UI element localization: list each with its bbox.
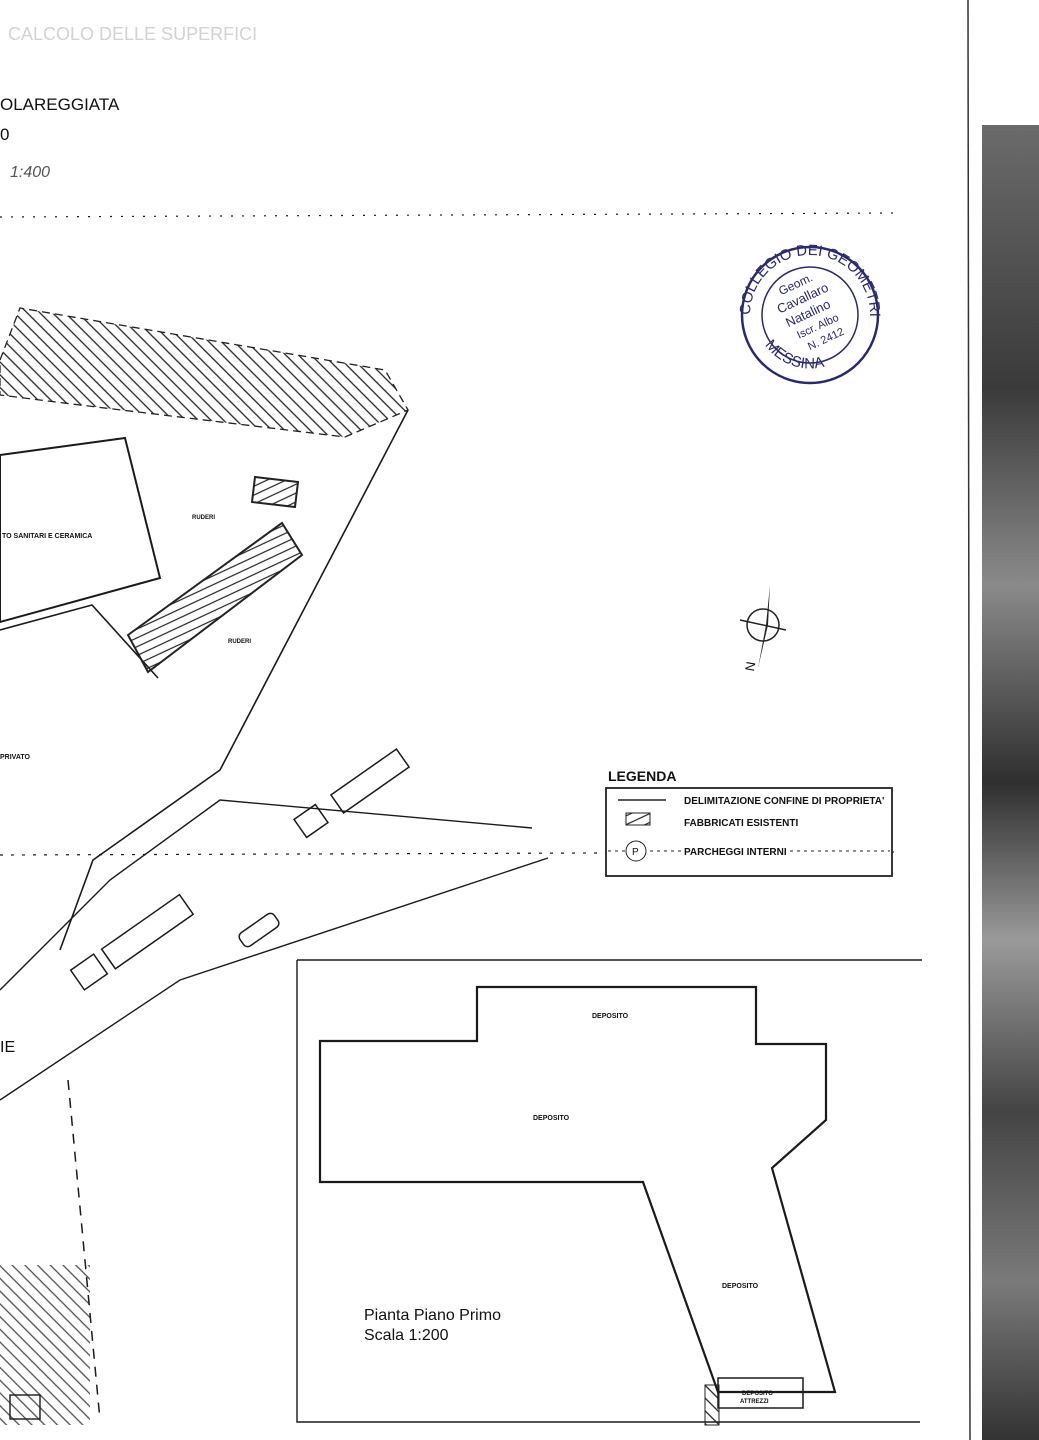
north-label: N — [742, 660, 758, 672]
room-label: DEPOSITO — [722, 1283, 759, 1290]
legend-title: LEGENDA — [608, 768, 676, 784]
room-label: DEPOSITO — [592, 1013, 629, 1020]
private-label: PRIVATO — [0, 754, 31, 761]
road-label: IE — [0, 1039, 15, 1056]
drawing-subtitle: 0 — [0, 125, 9, 144]
ruderi-label: RUDERI — [228, 639, 251, 645]
ruins-small — [250, 475, 300, 509]
legend-item-label: FABBRICATI ESISTENTI — [684, 818, 798, 829]
dashed-line — [67, 1079, 101, 1421]
handwritten-note: 1:400 — [10, 164, 50, 181]
ruins-large — [126, 521, 304, 674]
room-label: DEPOSITO — [533, 1115, 570, 1122]
dotted-guide — [0, 212, 901, 218]
hatched-area — [0, 307, 409, 438]
room-label: DEPOSITO — [742, 1391, 773, 1397]
hatch-icon — [625, 812, 651, 826]
drawing-title: OLAREGGIATA — [0, 95, 120, 114]
surveyor-stamp: COLLEGIO DEI GEOMETRI MESSINA Geom. Cava… — [737, 242, 883, 385]
parking-icon — [625, 840, 647, 862]
car-icon — [238, 912, 280, 948]
truck-icon — [69, 893, 195, 991]
aerial-photo-strip — [982, 125, 1039, 1440]
legend: DELIMITAZIONE CONFINE DI PROPRIETA' FABB… — [605, 787, 893, 877]
truck-icon — [9, 1394, 41, 1420]
faded-title: CALCOLO DELLE SUPERFICI — [8, 24, 257, 44]
road-edge — [0, 857, 549, 1101]
truck-icon — [292, 748, 411, 839]
existing-building — [0, 436, 162, 624]
floor-plan — [296, 959, 922, 1426]
property-boundary — [0, 604, 159, 679]
room-label: ATTREZZI — [740, 1399, 769, 1405]
road-edge — [0, 799, 533, 991]
legend-item-label: DELIMITAZIONE CONFINE DI PROPRIETA' — [684, 796, 884, 807]
plan-scale: Scala 1:200 — [364, 1327, 449, 1344]
plan-title: Pianta Piano Primo — [364, 1307, 501, 1324]
sheet-edge — [967, 0, 971, 1440]
property-boundary — [59, 409, 409, 951]
legend-item-label: PARCHEGGI INTERNI — [684, 847, 787, 858]
parking-symbol: P — [632, 847, 639, 858]
ruderi-label: RUDERI — [192, 515, 215, 521]
building-label: TO SANITARI E CERAMICA — [2, 533, 92, 540]
north-arrow-icon: N — [739, 585, 787, 672]
parking-stalls — [0, 1265, 90, 1425]
